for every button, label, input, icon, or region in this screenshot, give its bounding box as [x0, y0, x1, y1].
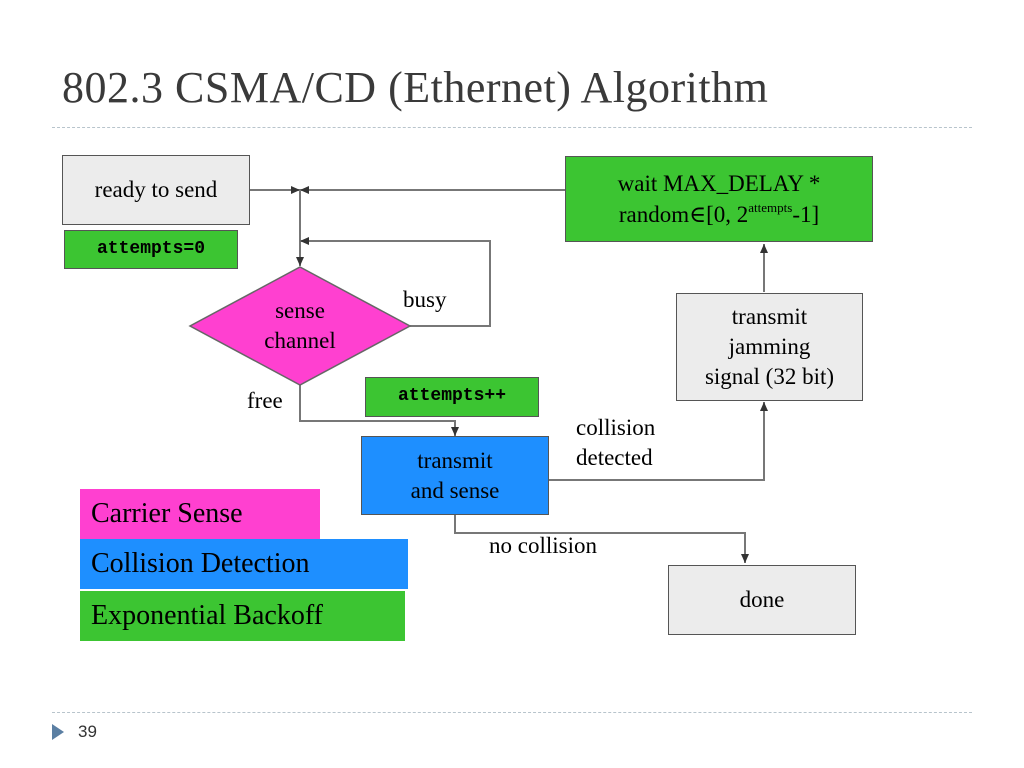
legend-carrier-sense: Carrier Sense [80, 489, 320, 539]
sense-line-1: sense [275, 298, 325, 323]
attempts-init-label: attempts=0 [96, 238, 206, 259]
edge-no-collision-to-done [454, 515, 749, 563]
jamming-signal-box: transmit jamming signal (32 bit) [676, 293, 863, 401]
jam-line-3: signal (32 bit) [704, 363, 835, 389]
edge-free-to-transmit [299, 385, 459, 436]
legend-collision-detection: Collision Detection [80, 539, 408, 589]
slide-title: 802.3 CSMA/CD (Ethernet) Algorithm [62, 63, 769, 112]
collision-detected-label: collision detected [576, 413, 655, 473]
collision-line-2: detected [576, 444, 653, 470]
no-collision-label: no collision [489, 533, 597, 558]
footer-divider [52, 712, 972, 713]
done-box: done [668, 565, 856, 635]
busy-label: busy [403, 287, 447, 312]
wait-backoff-box: wait MAX_DELAY * random∈[0, 2attempts-1] [565, 156, 873, 242]
transmit-and-sense-box: transmit and sense [361, 436, 549, 515]
edge-busy-loop [300, 237, 491, 327]
sense-channel-label: sense channel [230, 296, 370, 356]
jam-line-2: jamming [728, 334, 811, 360]
wait-line-2: random∈[0, 2attempts-1] [619, 199, 819, 230]
attempts-increment-box: attempts++ [365, 377, 539, 417]
edge-collision-to-jam [548, 402, 768, 481]
free-label: free [247, 388, 283, 413]
bullet-triangle-icon [52, 724, 64, 740]
jam-line-1: transmit [731, 304, 808, 330]
wait-line-2-prefix: random∈[0, 2 [618, 202, 749, 227]
ready-to-send-label: ready to send [94, 177, 218, 203]
wait-line-2-suffix: -1] [792, 202, 820, 227]
attempts-init-box: attempts=0 [64, 230, 238, 269]
collision-line-1: collision [576, 415, 656, 440]
transmit-line-1: transmit [417, 447, 493, 473]
attempts-increment-label: attempts++ [397, 386, 507, 407]
done-label: done [739, 587, 785, 613]
page-number: 39 [78, 722, 97, 741]
legend-exponential-backoff: Exponential Backoff [80, 591, 405, 641]
title-divider [52, 127, 972, 128]
sense-channel-diamond [188, 266, 412, 386]
attempts-exponent: attempts [748, 200, 793, 215]
ready-to-send-box: ready to send [62, 155, 250, 225]
transmit-line-2: and sense [410, 477, 500, 503]
sense-line-2: channel [264, 327, 336, 353]
wait-line-1: wait MAX_DELAY * [617, 170, 821, 196]
